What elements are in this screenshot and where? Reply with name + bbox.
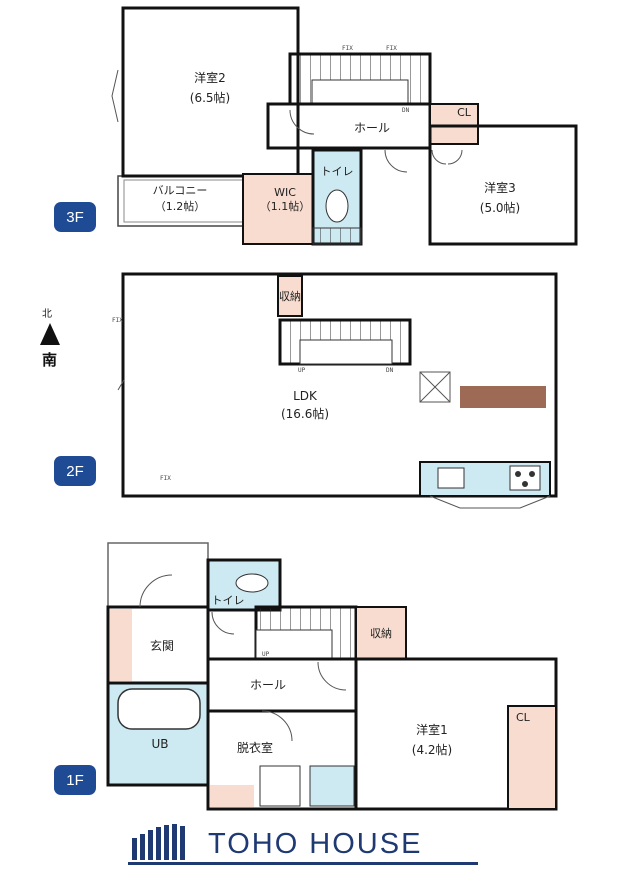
ldk-label: LDK xyxy=(293,389,318,403)
washbasin xyxy=(309,765,355,807)
logo-mark-icon xyxy=(132,824,185,860)
fix-mark: FIX xyxy=(386,45,397,52)
room2-size: (6.5帖) xyxy=(190,90,230,105)
void xyxy=(419,371,451,403)
wic-label: WIC xyxy=(274,186,296,199)
cl3f-label: CL xyxy=(457,106,472,119)
floor-1f: トイレ 玄関 収納 ホール UB 脱衣室 洋室1 (4.2帖) CL UP xyxy=(106,542,558,811)
brand-name: TOHO HOUSE xyxy=(208,828,423,860)
storage2f-label: 収納 xyxy=(279,290,301,303)
ub-label: UB xyxy=(151,737,168,751)
logo-underline xyxy=(128,862,478,865)
hall1f-label: ホール xyxy=(250,678,286,692)
floor-badge-2f: 2F xyxy=(54,456,96,486)
up-mark: UP xyxy=(262,651,270,658)
compass-north-label: 北 xyxy=(42,309,52,320)
floor-2f: 収納 LDK (16.6帖) FIX FIX UP DN xyxy=(112,272,558,509)
ldk xyxy=(121,272,558,498)
wic-size: （1.1帖） xyxy=(260,200,311,213)
toilet3f-label: トイレ xyxy=(321,165,354,178)
room3-size: (5.0帖) xyxy=(480,200,520,215)
toilet1f-label: トイレ xyxy=(212,594,245,607)
fix-mark: FIX xyxy=(342,45,353,52)
dressing-label: 脱衣室 xyxy=(237,740,273,755)
fix-mark: FIX xyxy=(160,475,171,482)
cl1f-label: CL xyxy=(516,711,531,724)
floor-badge-3f: 3F xyxy=(54,202,96,232)
storage-1f xyxy=(355,606,407,660)
floor-badge-1f: 1F xyxy=(54,765,96,795)
up-mark: UP xyxy=(298,367,306,374)
floor-3f: 洋室2 (6.5帖) ホール CL 洋室3 (5.0帖) バルコニー （1.2帖… xyxy=(111,6,578,246)
porch xyxy=(107,542,209,608)
dn-mark: DN xyxy=(386,367,394,374)
hall3f-label: ホール xyxy=(354,121,390,135)
north-arrow-icon xyxy=(40,323,60,345)
storage-2f xyxy=(277,275,303,317)
fix-mark: FIX xyxy=(112,317,123,324)
toilet-bowl-icon xyxy=(235,573,269,593)
compass-south-label: 南 xyxy=(42,351,58,369)
room1-size: (4.2帖) xyxy=(412,742,452,757)
bathtub-icon xyxy=(117,688,201,730)
ldk-size: (16.6帖) xyxy=(281,406,329,421)
closet-1f xyxy=(507,705,557,810)
deck xyxy=(460,386,546,408)
brand-logo: TOHO HOUSE xyxy=(128,824,488,866)
room3-label: 洋室3 xyxy=(484,180,516,195)
room1-label: 洋室1 xyxy=(416,722,448,737)
balcony-size: （1.2帖） xyxy=(155,200,206,213)
balcony-label: バルコニー xyxy=(153,184,208,197)
closet-3f xyxy=(429,103,479,145)
room-3 xyxy=(428,124,578,246)
room2-label: 洋室2 xyxy=(194,70,226,85)
wic xyxy=(242,173,314,245)
compass: 北 南 xyxy=(36,305,70,375)
entrance-label: 玄関 xyxy=(150,638,174,653)
dn-mark: DN xyxy=(402,107,410,114)
storage1f-label: 収納 xyxy=(370,627,392,640)
toilet-bowl-icon xyxy=(325,189,349,223)
